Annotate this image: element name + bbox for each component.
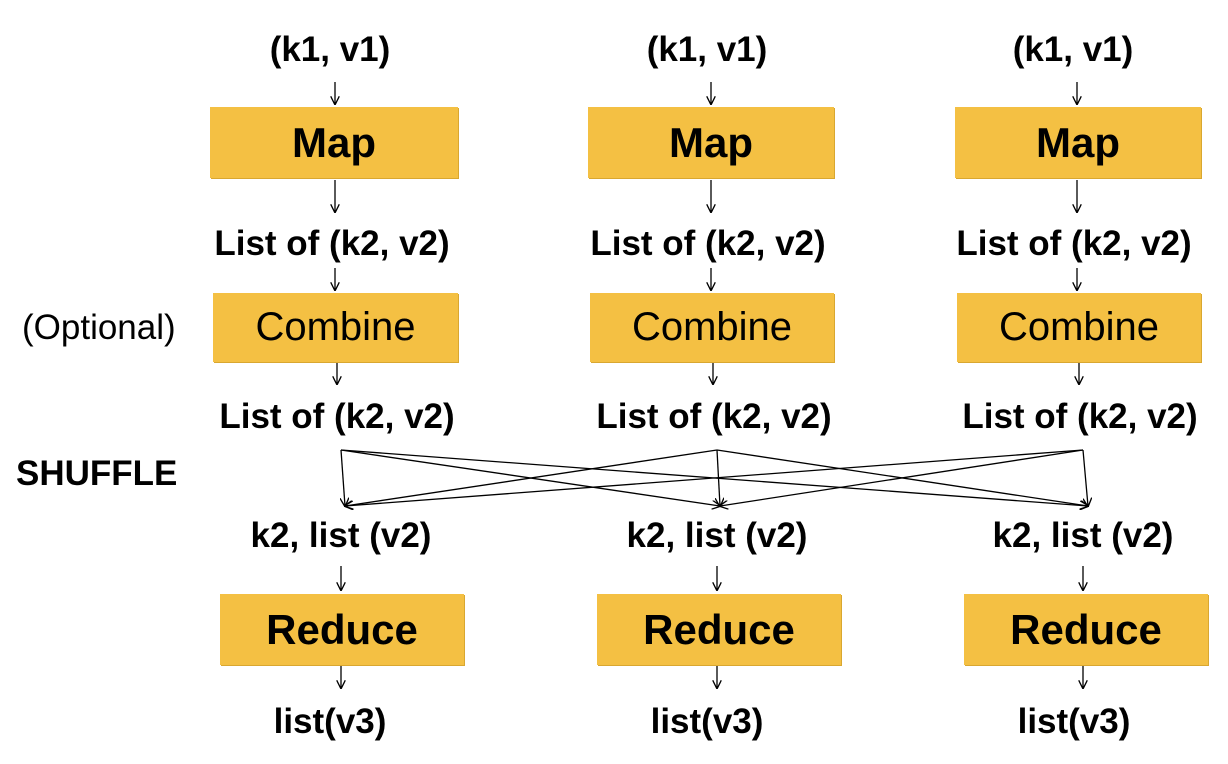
combine-box-3: Combine xyxy=(957,293,1201,362)
reduce-box-1: Reduce xyxy=(220,594,464,665)
shuffle-arrow-1-1 xyxy=(341,449,345,506)
shuffle-label: SHUFFLE xyxy=(16,454,178,493)
reduce-box-3: Reduce xyxy=(964,594,1208,665)
combine-output-label-3: List of (k2, v2) xyxy=(962,397,1198,436)
combine-box-label-3: Combine xyxy=(998,305,1160,349)
map-box-1: Map xyxy=(210,107,458,178)
map-box-label-1: Map xyxy=(292,118,376,166)
reduce-input-label-1: k2, list (v2) xyxy=(250,516,432,555)
combine-box-2: Combine xyxy=(590,293,834,362)
input-label-3: (k1, v1) xyxy=(1012,30,1134,69)
map-box-label-2: Map xyxy=(669,118,753,166)
reduce-input-label-3: k2, list (v2) xyxy=(992,516,1174,555)
optional-label: (Optional) xyxy=(22,308,176,347)
combine-output-label-1: List of (k2, v2) xyxy=(219,397,455,436)
combine-box-label-2: Combine xyxy=(631,305,793,349)
shuffle-arrow-3-1 xyxy=(345,449,1084,506)
map-box-3: Map xyxy=(955,107,1201,178)
map-box-2: Map xyxy=(588,107,834,178)
combine-box-1: Combine xyxy=(213,293,458,362)
input-label-2: (k1, v1) xyxy=(646,30,768,69)
reduce-box-label-1: Reduce xyxy=(266,605,418,653)
shuffle-arrow-2-1 xyxy=(345,449,718,506)
reduce-box-2: Reduce xyxy=(597,594,841,665)
reduce-box-label-3: Reduce xyxy=(1010,605,1162,653)
map-output-label-2: List of (k2, v2) xyxy=(590,224,826,263)
reduce-input-label-2: k2, list (v2) xyxy=(626,516,808,555)
map-output-label-3: List of (k2, v2) xyxy=(956,224,1192,263)
output-label-3: list(v3) xyxy=(1017,702,1131,741)
combine-output-label-2: List of (k2, v2) xyxy=(596,397,832,436)
map-box-label-3: Map xyxy=(1036,118,1120,166)
output-label-2: list(v3) xyxy=(650,702,764,741)
reduce-box-label-2: Reduce xyxy=(643,605,795,653)
map-output-label-1: List of (k2, v2) xyxy=(214,224,450,263)
shuffle-arrow-3-2 xyxy=(720,449,1084,506)
output-label-1: list(v3) xyxy=(273,702,387,741)
input-label-1: (k1, v1) xyxy=(269,30,391,69)
shuffle-arrow-3-3 xyxy=(1082,449,1088,506)
combine-box-label-1: Combine xyxy=(255,305,416,349)
